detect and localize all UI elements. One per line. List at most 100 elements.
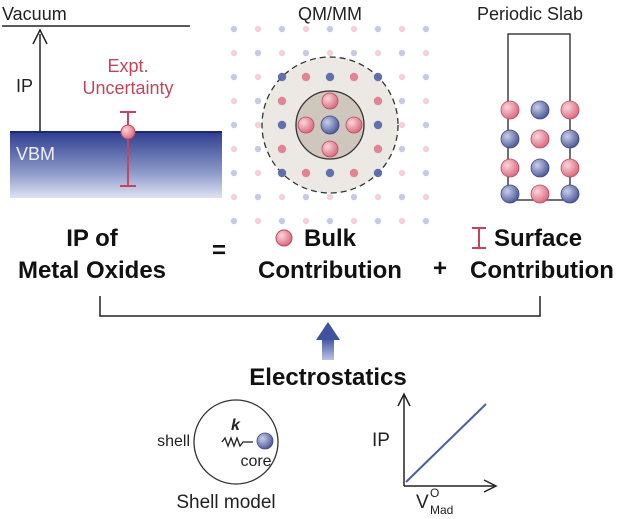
electrostatics-title: Electrostatics <box>249 364 406 391</box>
x-axis-arrow-icon <box>483 479 498 493</box>
lattice-ion <box>373 72 383 82</box>
lattice-ion <box>422 25 430 33</box>
ip-arrow-head-icon <box>32 28 48 45</box>
lattice-ion <box>373 168 383 178</box>
lattice-ion <box>277 72 287 82</box>
lattice-ion <box>254 145 262 153</box>
slab-atoms <box>500 100 580 204</box>
lattice-ion <box>277 96 287 106</box>
lattice-ion <box>374 193 382 201</box>
qm-cluster <box>297 92 363 158</box>
lattice-ion <box>374 25 382 33</box>
lattice-ion <box>422 121 430 129</box>
lattice-ion <box>230 49 238 57</box>
vbm-label: VBM <box>16 144 55 164</box>
lattice-ion <box>349 168 359 178</box>
valence-band <box>10 132 222 198</box>
lattice-ion <box>302 193 310 201</box>
bulk-line1: Bulk <box>304 225 357 252</box>
vacuum-label: Vacuum <box>2 4 67 24</box>
uncertainty-error-bar <box>120 111 136 187</box>
y-axis-arrow-icon <box>397 392 411 407</box>
lattice-ion <box>230 73 238 81</box>
qm-cation-center <box>320 115 340 135</box>
lattice-ion <box>230 121 238 129</box>
lattice-ion <box>350 193 358 201</box>
qm-anion-bottom <box>321 140 339 158</box>
shell-model: shell k core Shell model <box>157 399 279 513</box>
shell-label: shell <box>157 433 190 450</box>
lattice-ion <box>350 217 358 225</box>
spring-constant-label: k <box>231 417 241 434</box>
uncertainty-label-line1: Expt. <box>107 56 148 76</box>
lattice-ion <box>398 49 406 57</box>
lattice-ion <box>254 169 262 177</box>
lhs-line2: Metal Oxides <box>18 257 166 284</box>
lattice-ion <box>373 96 383 106</box>
lattice-ion <box>398 73 406 81</box>
lattice-ion <box>373 144 383 154</box>
lattice-ion <box>422 169 430 177</box>
plot-x-label-main: V <box>416 492 429 513</box>
slab-anion <box>560 100 580 120</box>
lattice-ion <box>254 217 262 225</box>
lattice-ion <box>254 193 262 201</box>
slab-anion <box>500 158 520 178</box>
plot-x-label-sup: O <box>430 486 439 500</box>
uncertainty-label-line2: Uncertainty <box>82 78 173 98</box>
surface-error-bar-icon <box>472 227 486 249</box>
lattice-ion <box>422 217 430 225</box>
lattice-ion <box>398 169 406 177</box>
lattice-ion <box>398 193 406 201</box>
lattice-ion <box>301 168 311 178</box>
slab-cation <box>500 184 520 204</box>
equals-sign: = <box>212 237 226 264</box>
uncertainty-marker <box>120 124 136 140</box>
lattice-ion <box>398 25 406 33</box>
slab-anion <box>530 129 550 149</box>
lattice-ion <box>302 217 310 225</box>
spring-icon <box>221 436 253 448</box>
shell-model-caption: Shell model <box>176 492 275 513</box>
equation-row: IP of Metal Oxides = Bulk Contribution +… <box>18 225 614 284</box>
plot-y-label: IP <box>372 430 390 451</box>
lattice-ion <box>326 217 334 225</box>
lattice-ion <box>278 25 286 33</box>
lattice-ion <box>326 193 334 201</box>
surface-line2: Contribution <box>470 257 614 284</box>
slab-cation <box>560 184 580 204</box>
qm-anion-left <box>297 116 315 134</box>
lattice-ion <box>254 97 262 105</box>
lattice-ion <box>278 193 286 201</box>
slab-cation <box>500 129 520 149</box>
lattice-ion <box>373 120 383 130</box>
lattice-ion <box>254 49 262 57</box>
trend-line <box>405 403 487 483</box>
slab-anion <box>530 184 550 204</box>
lattice-ion <box>422 145 430 153</box>
lattice-ion <box>349 72 359 82</box>
lattice-ion <box>422 73 430 81</box>
lattice-ion <box>277 144 287 154</box>
plot-x-label-sub: Mad <box>430 503 453 517</box>
lattice-ion <box>254 121 262 129</box>
lattice-ion <box>398 121 406 129</box>
slab-title: Periodic Slab <box>477 4 583 24</box>
plus-sign: + <box>433 255 447 282</box>
lattice-ion <box>302 25 310 33</box>
lattice-ion <box>278 49 286 57</box>
lattice-ion <box>422 97 430 105</box>
lattice-ion <box>422 193 430 201</box>
slab-cation <box>530 100 550 120</box>
grouping-bracket <box>99 296 541 317</box>
ip-label: IP <box>16 76 33 96</box>
lattice-ion <box>301 72 311 82</box>
core-ion <box>256 432 274 450</box>
lattice-ion <box>277 120 287 130</box>
slab-anion <box>500 100 520 120</box>
mm-lattice <box>230 25 430 225</box>
lattice-ion <box>254 73 262 81</box>
lattice-ion <box>278 217 286 225</box>
periodic-slab-panel: Periodic Slab <box>477 4 583 204</box>
slab-cation <box>530 158 550 178</box>
